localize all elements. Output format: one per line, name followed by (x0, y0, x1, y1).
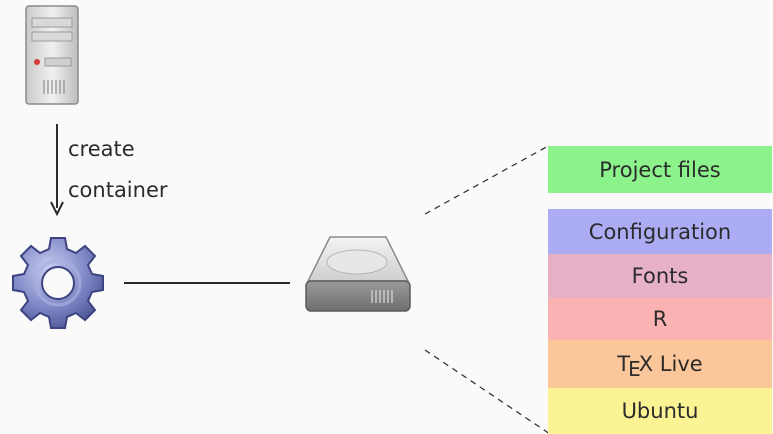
layer-r: R (548, 298, 772, 340)
arrow-label-container: container (68, 178, 168, 202)
create-container-arrow (50, 124, 64, 217)
layer-label: Fonts (631, 264, 689, 288)
layer-label: Ubuntu (621, 399, 699, 423)
arrow-label-create: create (68, 137, 135, 161)
server-icon (25, 5, 79, 105)
layer-label: TEX Live (617, 352, 703, 381)
tex-rest: X Live (638, 352, 703, 376)
tex-e: E (628, 357, 641, 381)
layer-label: R (652, 307, 668, 331)
layer-configuration: Configuration (548, 209, 772, 254)
layer-tex-live: TEX Live (548, 340, 772, 388)
hard-drive-icon (305, 236, 411, 312)
tex-t: T (617, 352, 631, 376)
layer-label: Project files (599, 157, 721, 182)
layer-ubuntu: Ubuntu (548, 388, 772, 434)
zoom-line-bottom (424, 349, 551, 434)
layer-project-files: Project files (548, 146, 772, 193)
layer-fonts: Fonts (548, 254, 772, 298)
layer-label: Configuration (588, 219, 732, 244)
gear-icon (12, 237, 104, 329)
zoom-line-top (424, 144, 551, 215)
